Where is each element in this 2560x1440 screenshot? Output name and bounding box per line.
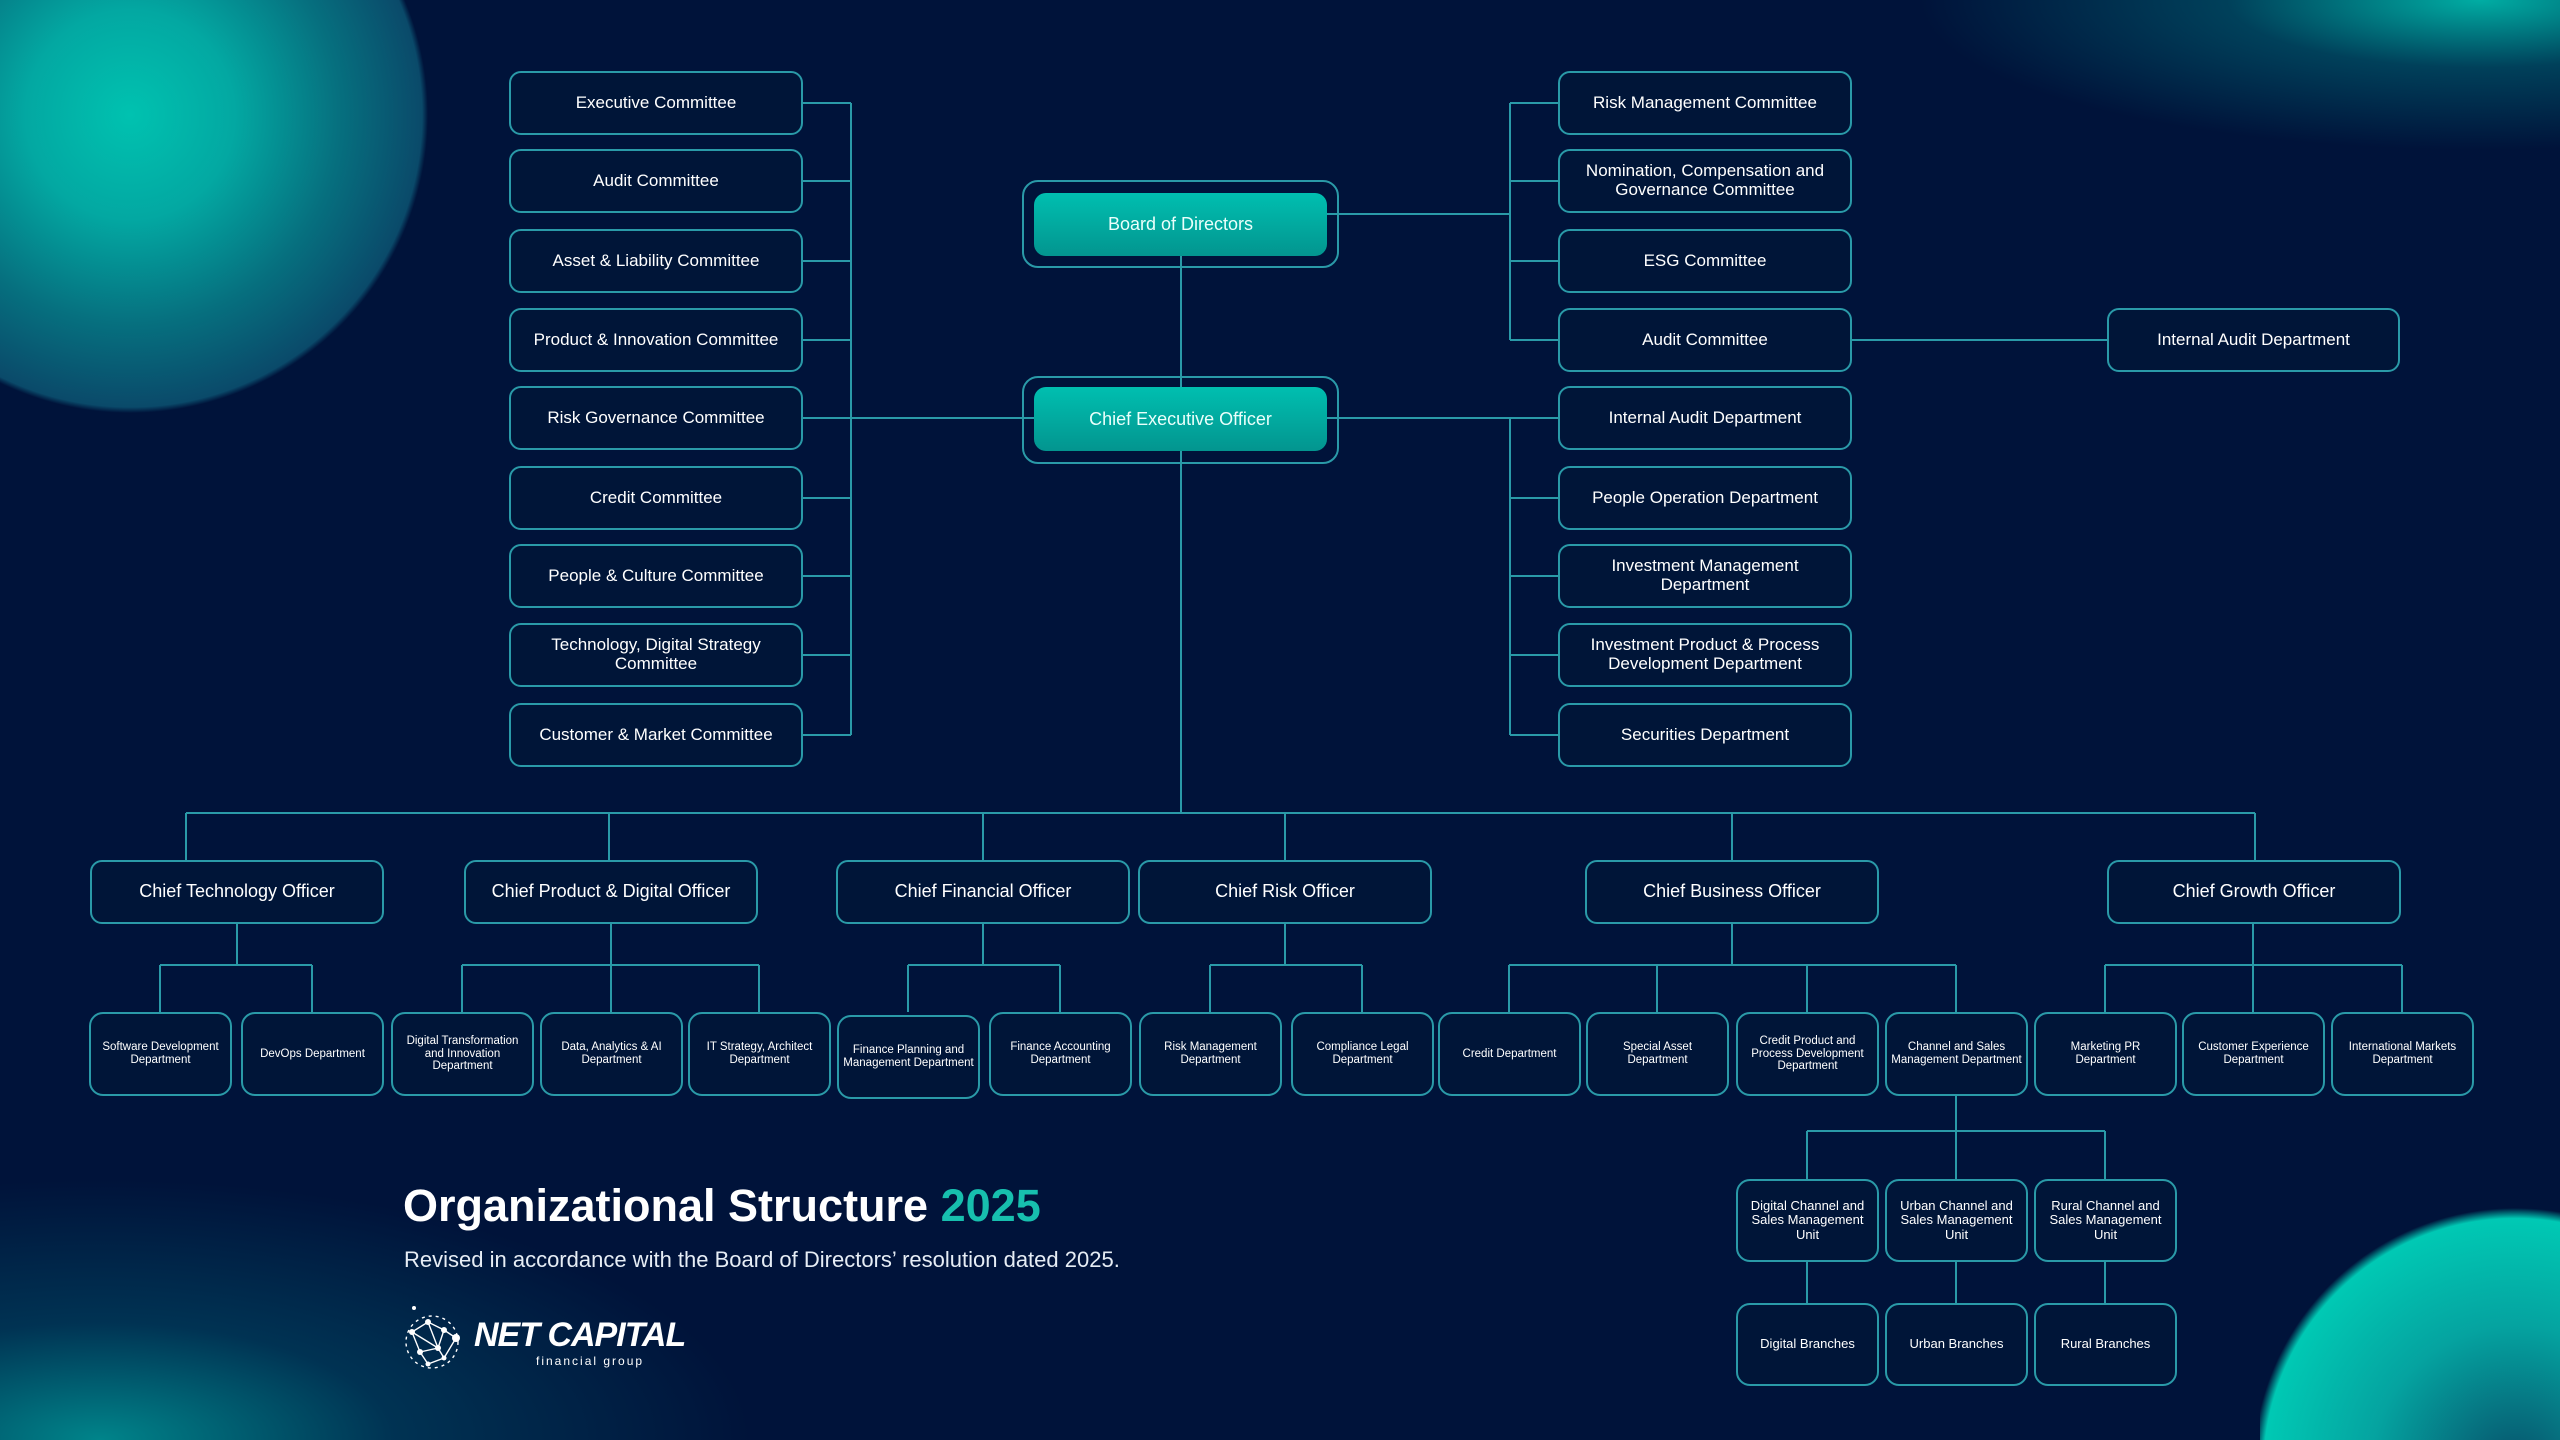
department-node[interactable]: Special Asset Department bbox=[1586, 1012, 1729, 1096]
department-node[interactable]: Finance Accounting Department bbox=[989, 1012, 1132, 1096]
net-capital-logo: NET CAPITAL financial group bbox=[398, 1302, 718, 1378]
committee-node[interactable]: Risk Governance Committee bbox=[509, 386, 803, 450]
channel-unit-node[interactable]: Rural Channel and Sales Management Unit bbox=[2034, 1179, 2177, 1262]
branch-node[interactable]: Urban Branches bbox=[1885, 1303, 2028, 1386]
officer-node[interactable]: Chief Growth Officer bbox=[2107, 860, 2401, 924]
board-committee-node[interactable]: Nomination, Compensation and Governance … bbox=[1558, 149, 1852, 213]
board-committee-node[interactable]: ESG Committee bbox=[1558, 229, 1852, 293]
branch-node[interactable]: Digital Branches bbox=[1736, 1303, 1879, 1386]
department-node[interactable]: DevOps Department bbox=[241, 1012, 384, 1096]
logo-name: NET CAPITAL bbox=[474, 1316, 686, 1354]
department-node[interactable]: Customer Experience Department bbox=[2182, 1012, 2325, 1096]
committee-node[interactable]: Executive Committee bbox=[509, 71, 803, 135]
officer-node[interactable]: Chief Financial Officer bbox=[836, 860, 1130, 924]
department-node[interactable]: Digital Transformation and Innovation De… bbox=[391, 1012, 534, 1096]
branch-node[interactable]: Rural Branches bbox=[2034, 1303, 2177, 1386]
officer-node[interactable]: Chief Technology Officer bbox=[90, 860, 384, 924]
department-node[interactable]: Finance Planning and Management Departme… bbox=[837, 1015, 980, 1099]
committee-node[interactable]: Asset & Liability Committee bbox=[509, 229, 803, 293]
ceo-frame bbox=[1022, 376, 1339, 464]
department-node[interactable]: International Markets Department bbox=[2331, 1012, 2474, 1096]
ceo-node[interactable]: Chief Executive Officer bbox=[1034, 387, 1327, 451]
department-node[interactable]: Channel and Sales Management Department bbox=[1885, 1012, 2028, 1096]
committee-node[interactable]: Technology, Digital Strategy Committee bbox=[509, 623, 803, 687]
committee-node[interactable]: Customer & Market Committee bbox=[509, 703, 803, 767]
board-of-directors-node[interactable]: Board of Directors bbox=[1034, 193, 1327, 256]
department-node[interactable]: Marketing PR Department bbox=[2034, 1012, 2177, 1096]
department-node[interactable]: Software Development Department bbox=[89, 1012, 232, 1096]
department-node[interactable]: Credit Department bbox=[1438, 1012, 1581, 1096]
channel-unit-node[interactable]: Urban Channel and Sales Management Unit bbox=[1885, 1179, 2028, 1262]
channel-unit-node[interactable]: Digital Channel and Sales Management Uni… bbox=[1736, 1179, 1879, 1262]
department-node[interactable]: Risk Management Department bbox=[1139, 1012, 1282, 1096]
ceo-department-node[interactable]: Securities Department bbox=[1558, 703, 1852, 767]
ceo-department-node[interactable]: Internal Audit Department bbox=[1558, 386, 1852, 450]
committee-node[interactable]: People & Culture Committee bbox=[509, 544, 803, 608]
committee-node[interactable]: Product & Innovation Committee bbox=[509, 308, 803, 372]
decorative-circle-top-left bbox=[0, 0, 430, 415]
officer-node[interactable]: Chief Risk Officer bbox=[1138, 860, 1432, 924]
department-node[interactable]: IT Strategy, Architect Department bbox=[688, 1012, 831, 1096]
board-frame bbox=[1022, 180, 1339, 268]
ceo-department-node[interactable]: People Operation Department bbox=[1558, 466, 1852, 530]
logo-tagline: financial group bbox=[536, 1354, 645, 1368]
page-title: Organizational Structure 2025 bbox=[403, 1180, 1041, 1232]
decorative-glow-bottom-left bbox=[0, 1180, 1000, 1440]
internal-audit-node[interactable]: Internal Audit Department bbox=[2107, 308, 2400, 372]
officer-node[interactable]: Chief Business Officer bbox=[1585, 860, 1879, 924]
ceo-department-node[interactable]: Investment Product & Process Development… bbox=[1558, 623, 1852, 687]
title-year: 2025 bbox=[940, 1180, 1041, 1231]
officer-node[interactable]: Chief Product & Digital Officer bbox=[464, 860, 758, 924]
decorative-glow-top-right bbox=[1760, 0, 2560, 150]
department-node[interactable]: Credit Product and Process Development D… bbox=[1736, 1012, 1879, 1096]
decorative-circle-bottom-right bbox=[2260, 1200, 2560, 1440]
department-node[interactable]: Compliance Legal Department bbox=[1291, 1012, 1434, 1096]
subtitle: Revised in accordance with the Board of … bbox=[404, 1247, 1120, 1272]
board-committee-node[interactable]: Risk Management Committee bbox=[1558, 71, 1852, 135]
committee-node[interactable]: Credit Committee bbox=[509, 466, 803, 530]
department-node[interactable]: Data, Analytics & AI Department bbox=[540, 1012, 683, 1096]
title-text: Organizational Structure bbox=[403, 1180, 929, 1231]
network-globe-icon bbox=[405, 1306, 460, 1369]
board-committee-node[interactable]: Audit Committee bbox=[1558, 308, 1852, 372]
committee-node[interactable]: Audit Committee bbox=[509, 149, 803, 213]
ceo-department-node[interactable]: Investment Management Department bbox=[1558, 544, 1852, 608]
